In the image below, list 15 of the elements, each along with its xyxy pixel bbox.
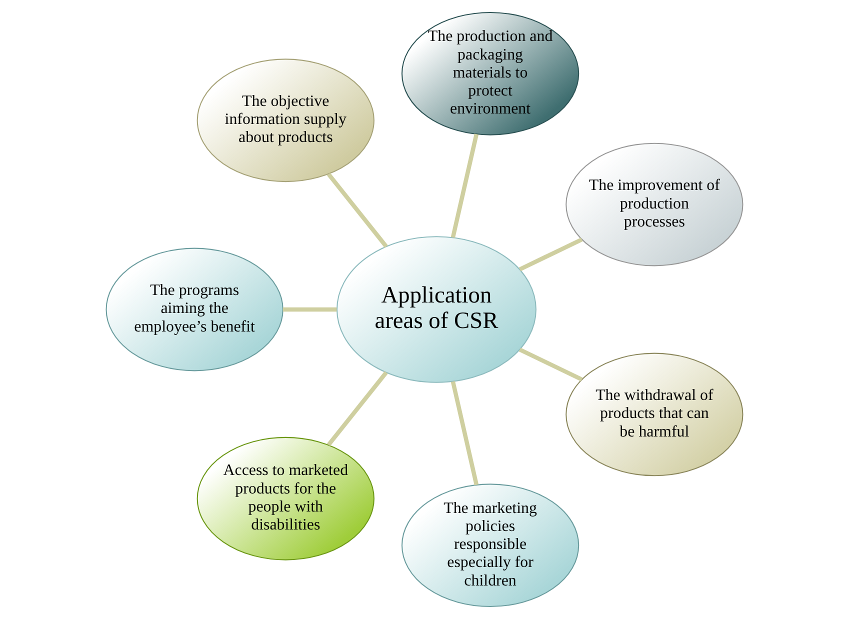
node-ellipse: Access to marketed products for the people with disabilities [196,436,374,560]
node-ellipse: The marketing policies responsible especially for children [400,484,579,608]
connector [282,307,336,312]
connector [518,348,582,382]
node-ellipse: The objective information supply about products [196,58,374,182]
node-ellipse: The production and packaging materials to protect environment [400,12,579,136]
connector [518,238,582,272]
connector [326,371,388,446]
node-ellipse: The programs aiming the employee’s benefit [105,248,283,372]
node-ellipse: The withdrawal of products that can be harmful [565,352,743,476]
node-ellipse: The improvement of production processes [565,142,743,266]
node-ellipse: Application areas of CSR [336,236,536,383]
connector [326,172,388,248]
connector [450,134,478,238]
connector [450,381,478,486]
